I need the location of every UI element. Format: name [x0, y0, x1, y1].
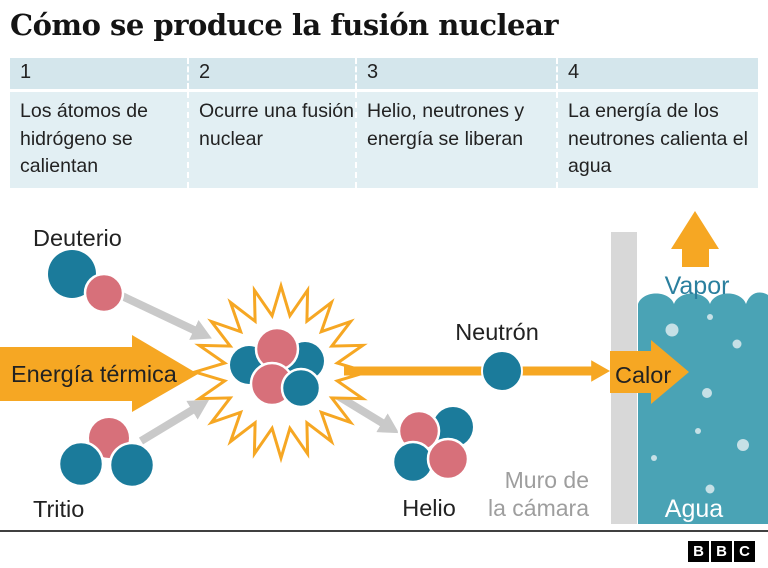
chamber-wall-label-line2: la cámara — [488, 495, 589, 521]
tritium-neutron-circle — [108, 441, 156, 489]
neutron-label: Neutrón — [455, 319, 539, 345]
fusion-nucleus — [230, 326, 324, 409]
tritium-arrow — [138, 399, 210, 445]
step-number-4: 4 — [556, 58, 758, 89]
tritium-neutron-circle — [57, 440, 105, 488]
tritium-label: Tritio — [33, 496, 84, 522]
bubble — [732, 339, 742, 349]
page-title: Cómo se produce la fusión nuclear — [10, 8, 559, 42]
bbc-logo-block: B — [688, 541, 709, 562]
bubble — [737, 439, 749, 451]
heat-label: Calor — [615, 362, 671, 388]
neutron-particle — [481, 350, 523, 392]
bubble — [665, 323, 679, 337]
heat-arrow — [610, 340, 689, 404]
step-number-1: 1 — [10, 58, 187, 89]
deuterium-proton-circle — [83, 272, 125, 314]
bbc-logo-block: C — [734, 541, 755, 562]
bubble — [695, 428, 701, 434]
tritium-molecule — [57, 418, 156, 489]
helium-molecule — [391, 407, 473, 484]
helium-arrow — [335, 392, 400, 434]
step-text-3: Helio, neutrones y energía se liberan — [355, 92, 556, 188]
bubble — [707, 314, 713, 320]
helium-particle — [426, 437, 470, 481]
deuterium-label: Deuterio — [33, 225, 122, 251]
bubble — [705, 484, 715, 494]
thermal-energy-arrow — [0, 335, 198, 412]
fusion-diagram: Deuterio Tritio Energía térmica Neutrón … — [0, 211, 768, 524]
step-text-1: Los átomos de hidrógeno se calientan — [10, 92, 187, 188]
chamber-wall-label-line1: Muro de — [505, 467, 589, 493]
bbc-logo-block: B — [711, 541, 732, 562]
bubble — [702, 388, 712, 398]
helium-label: Helio — [402, 495, 456, 521]
vapor-label: Vapor — [665, 272, 730, 300]
deuterium-neutron-circle — [48, 250, 96, 298]
nucleus-particle — [280, 367, 322, 409]
deuterium-molecule — [48, 250, 125, 314]
footer-divider — [0, 530, 768, 532]
vapor-arrow — [671, 211, 719, 267]
thermal-energy-label: Energía térmica — [11, 361, 178, 387]
step-number-2: 2 — [187, 58, 355, 89]
bbc-logo: B B C — [688, 541, 755, 562]
bubble — [651, 455, 657, 461]
step-text-2: Ocurre una fusión nuclear — [187, 92, 355, 188]
water-bubbles — [651, 314, 749, 494]
helium-particle — [433, 407, 473, 447]
water-label: Agua — [665, 495, 723, 523]
step-number-3: 3 — [355, 58, 556, 89]
water-tank — [638, 292, 768, 524]
deuterium-arrow — [120, 292, 212, 340]
step-text-4: La energía de los neutrones calienta el … — [556, 92, 758, 188]
steps-table: 1 2 3 4 Los átomos de hidrógeno se calie… — [10, 58, 758, 188]
